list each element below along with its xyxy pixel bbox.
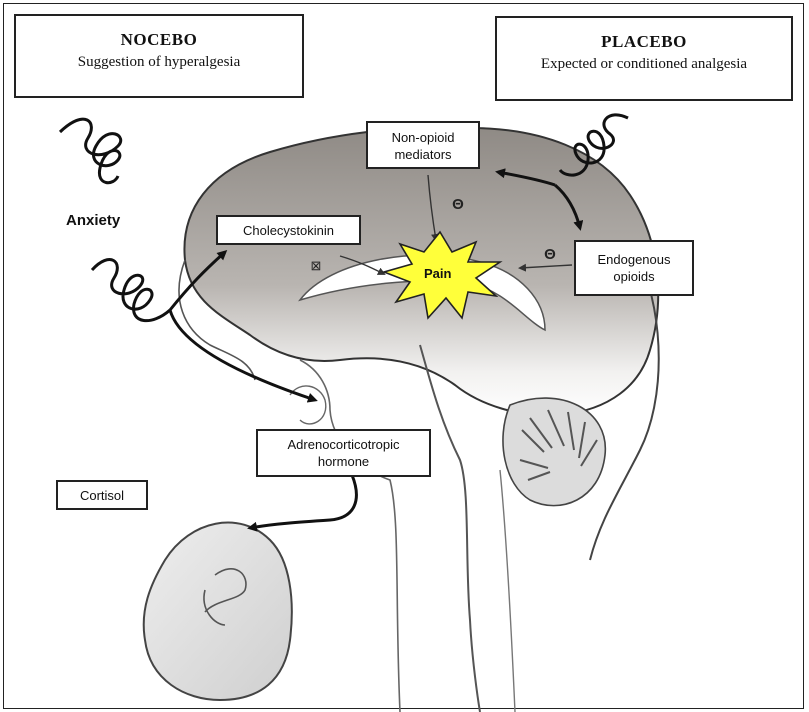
- placebo-subtitle: Expected or conditioned analgesia: [540, 56, 748, 72]
- brainstem: [419, 344, 481, 712]
- airway: [299, 359, 401, 712]
- palate: [289, 385, 327, 425]
- kidney: [142, 521, 293, 702]
- nocebo-subtitle: Suggestion of hyperalgesia: [77, 54, 241, 70]
- nocebo-wave: [58, 117, 122, 185]
- anxiety-to-cholecystokinin-arrow: [168, 249, 228, 311]
- inhibit-symbol-nonopioid: Θ: [452, 196, 464, 213]
- nocebo-title: NOCEBO: [120, 30, 198, 49]
- endogenous-line1: Endogenous: [597, 252, 671, 267]
- anxiety-label: Anxiety: [66, 212, 121, 229]
- nonopioid-to-pain-arrow: [427, 174, 439, 242]
- corpus-callosum: [298, 254, 546, 332]
- placebo-title: PLACEBO: [601, 32, 687, 51]
- cerebellum: [502, 397, 607, 507]
- skull-outline: [589, 259, 660, 561]
- face-outline: [178, 259, 256, 381]
- placebo-box: PLACEBO Expected or conditioned analgesi…: [495, 16, 793, 101]
- placebo-wave: [558, 113, 629, 177]
- acth-box: Adrenocorticotropic hormone: [256, 429, 431, 477]
- anxiety-wave: [90, 258, 171, 323]
- renal-hilum: [203, 568, 247, 626]
- facilitate-symbol-cck: ⊠: [310, 258, 322, 273]
- spine: [499, 469, 516, 712]
- opioids-to-pain-arrow: [518, 263, 573, 272]
- anxiety-to-pituitary-arrow: [168, 309, 318, 403]
- inhibit-symbol-opioids: Θ: [544, 246, 556, 263]
- pain-burst: [381, 230, 503, 320]
- placebo-to-opioids-arrow: [554, 183, 584, 231]
- acth-line1: Adrenocorticotropic: [287, 437, 400, 452]
- cholecystokinin-label: Cholecystokinin: [242, 223, 335, 238]
- nocebo-box: NOCEBO Suggestion of hyperalgesia: [14, 14, 304, 98]
- cck-to-pain-arrow: [339, 255, 386, 275]
- pain-label: Pain: [424, 266, 452, 281]
- endogenous-opioids-box: Endogenous opioids: [574, 240, 694, 296]
- endogenous-line2: opioids: [613, 269, 655, 284]
- cortisol-label: Cortisol: [79, 488, 125, 503]
- cholecystokinin-box: Cholecystokinin: [216, 215, 361, 245]
- non-opioid-line2: mediators: [394, 147, 452, 162]
- acth-line2: hormone: [317, 454, 370, 469]
- non-opioid-mediators-box: Non-opioid mediators: [366, 121, 480, 169]
- figure-frame: [3, 3, 804, 709]
- non-opioid-line1: Non-opioid: [391, 130, 455, 145]
- cortisol-box: Cortisol: [56, 480, 148, 510]
- acth-to-adrenal-arrow: [247, 474, 358, 532]
- placebo-to-nonopioid-arrow: [495, 168, 556, 187]
